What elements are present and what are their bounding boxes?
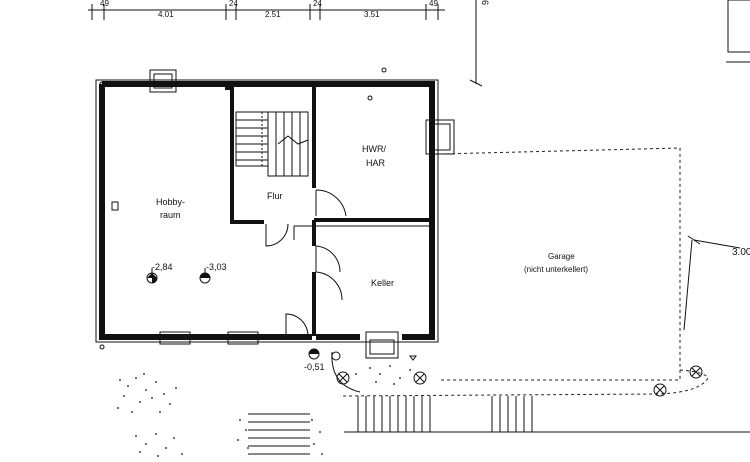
planting-texture <box>117 365 411 457</box>
sheet-frame <box>727 0 750 53</box>
dim-top-2: 24 <box>229 0 238 8</box>
dim-top-0: 49 <box>100 0 109 8</box>
staircase <box>235 111 309 177</box>
level-text-b: -3,03 <box>206 262 227 272</box>
level-marker-c <box>308 348 320 360</box>
wall-markers <box>99 67 435 350</box>
doors <box>265 189 347 337</box>
dim-top-1: 4.01 <box>158 10 174 19</box>
dim-top-3: 2.51 <box>265 10 281 19</box>
room-label-hwr-1: HWR/ <box>362 144 386 154</box>
top-dimension-line: 49 4.01 24 2.51 24 3.51 49 <box>88 0 445 20</box>
room-label-hobby-1: Hobby- <box>156 197 185 207</box>
level-marker-a <box>146 268 158 284</box>
room-label-keller: Keller <box>371 278 394 288</box>
right-dimension-line: 6 <box>469 0 490 87</box>
room-label-garage-2: (nicht unterkellert) <box>524 265 588 274</box>
garage-dimension <box>683 235 741 331</box>
level-text-a: -2,84 <box>152 262 173 272</box>
dim-top-6: 49 <box>429 0 438 8</box>
level-text-c: -0,51 <box>304 362 325 372</box>
garage-width-dim: 3.00 <box>732 247 750 258</box>
windows <box>149 69 455 359</box>
exterior-steps <box>248 396 750 455</box>
level-marker-b <box>199 268 211 284</box>
dim-top-5: 3.51 <box>364 10 380 19</box>
interior-walls <box>230 86 430 336</box>
room-label-garage-1: Garage <box>548 252 575 261</box>
outer-walls <box>95 79 439 343</box>
room-label-hwr-2: HAR <box>366 158 386 168</box>
shrub-symbols <box>331 351 703 397</box>
dim-right-partial: 6 <box>480 0 490 5</box>
garage-outline <box>331 147 709 397</box>
room-label-flur: Flur <box>267 191 283 201</box>
dim-top-4: 24 <box>313 0 322 8</box>
room-label-hobby-2: raum <box>160 210 181 220</box>
